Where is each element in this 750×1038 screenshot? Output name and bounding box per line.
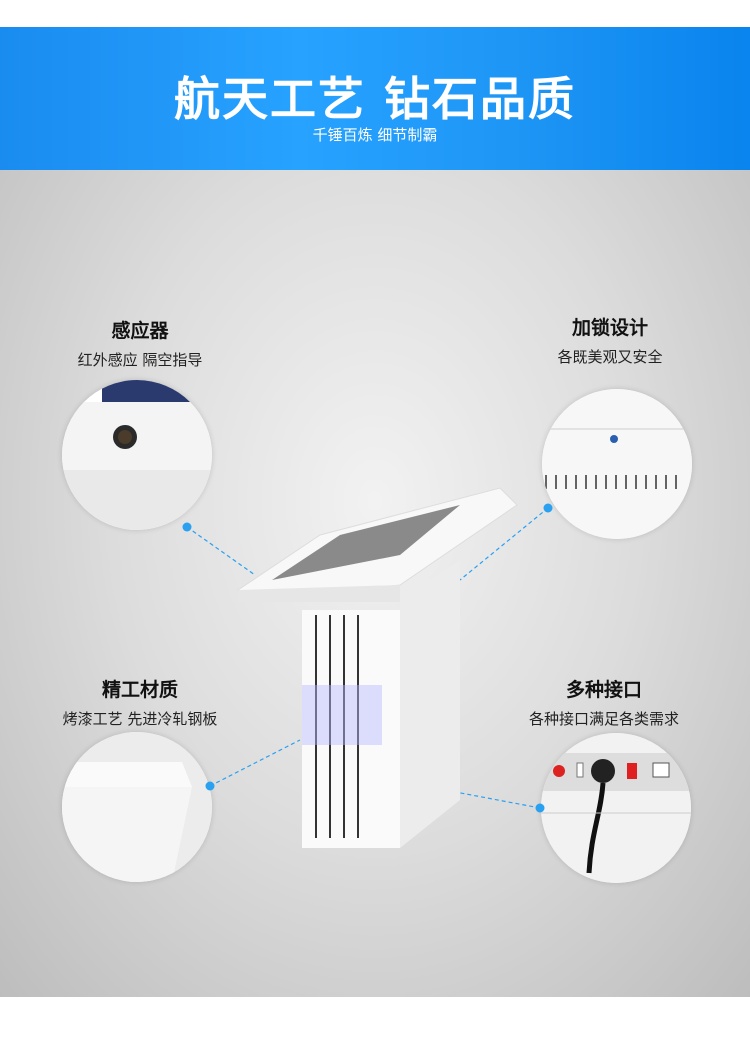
product-stage: 感应器 红外感应 隔空指导 加锁设计 各既美观又安全 精工材质 烤漆工艺 先进冷… xyxy=(0,170,750,997)
feature-material: 精工材质 烤漆工艺 先进冷轧钢板 xyxy=(20,675,260,729)
vent-slots xyxy=(545,475,677,489)
kiosk-product-illustration xyxy=(182,487,553,848)
feature-sensor: 感应器 红外感应 隔空指导 xyxy=(20,316,260,370)
feature-lock: 加锁设计 各既美观又安全 xyxy=(490,313,730,367)
callout-lines xyxy=(186,507,549,809)
header-banner: 航天工艺 钻石品质 千锤百炼 细节制霸 xyxy=(0,27,750,170)
ports-detail-image xyxy=(541,733,691,883)
feature-title: 多种接口 xyxy=(565,679,642,701)
page-subtitle: 千锤百炼 细节制霸 xyxy=(312,126,438,144)
feature-ports: 多种接口 各种接口满足各类需求 xyxy=(484,675,724,729)
feature-title: 精工材质 xyxy=(101,679,178,701)
lock-detail-image xyxy=(542,389,692,539)
feature-desc: 各种接口满足各类需求 xyxy=(528,710,679,728)
feature-title: 加锁设计 xyxy=(571,317,648,339)
material-detail-image xyxy=(62,732,212,882)
page-title: 航天工艺 钻石品质 xyxy=(173,72,576,126)
feature-title: 感应器 xyxy=(111,320,169,342)
feature-desc: 各既美观又安全 xyxy=(557,348,663,366)
feature-desc: 红外感应 隔空指导 xyxy=(77,351,203,369)
feature-desc: 烤漆工艺 先进冷轧钢板 xyxy=(62,710,218,728)
